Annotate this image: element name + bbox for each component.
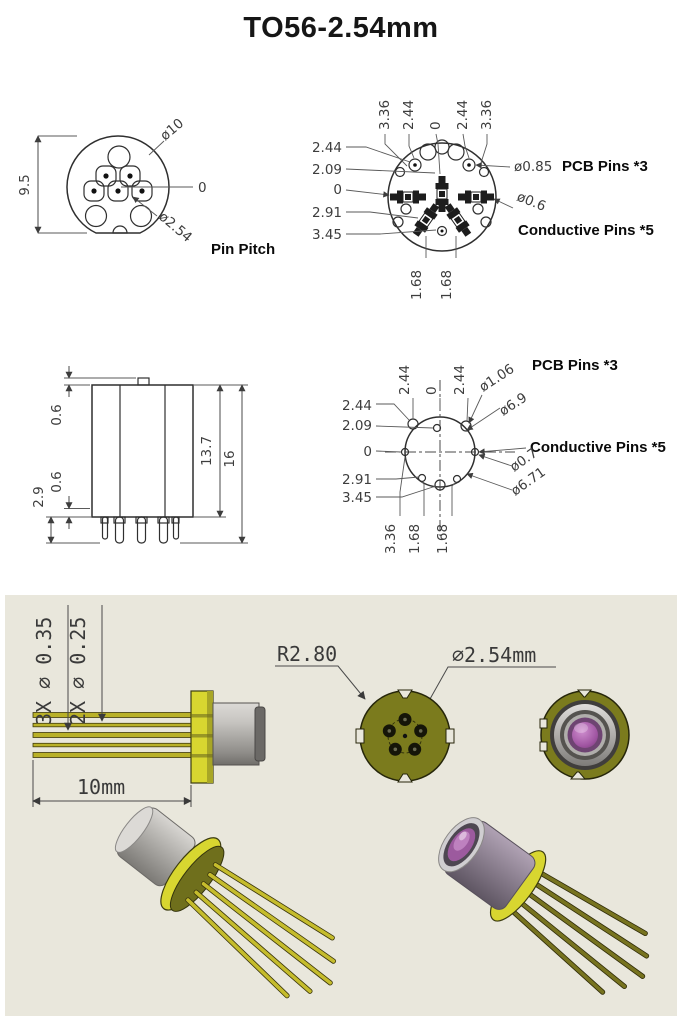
dim-flange-radius: R2.80 (275, 642, 366, 700)
dim-height: 9.5 (17, 135, 87, 234)
tick-label: 3.36 (383, 524, 399, 554)
cond-diameter-label: ø0.6 (515, 189, 549, 215)
gold-pins (185, 862, 337, 999)
tick-label: 2.44 (342, 398, 372, 414)
pcb-pins-callout: ø1.06 PCB Pins *3 ø6.9 (466, 357, 618, 431)
tick-label: 1.68 (407, 524, 423, 554)
tick-label: 2.44 (452, 365, 468, 395)
front-face-render (539, 689, 630, 780)
conductive-pins-callout: Conductive Pins *5 ø0.7 ø6.71 (466, 439, 666, 499)
pitch-value: ø2.54 (155, 209, 195, 246)
front-view-drawing: 9.5 ø10 0 ø2.54 Pin Pitch (17, 115, 275, 258)
to-can-outline (66, 135, 170, 234)
height-label: 9.5 (17, 174, 33, 195)
dim-zero: 0 (121, 180, 207, 196)
flange-radius-label: R2.80 (277, 642, 337, 666)
pcb-diameter-label: ø0.85 (514, 159, 552, 175)
dim-body-height: 13.7 (193, 384, 226, 518)
conductive-pins-callout: ø0.6 Conductive Pins *5 (493, 189, 654, 239)
tick-label: 1.68 (439, 270, 455, 300)
top-tick-labels: 3.36 2.44 0 2.44 3.36 (377, 100, 495, 175)
dim-pin-diameters: 3X ⌀ 0.35 2X ⌀ 0.25 (32, 605, 106, 731)
pin-holes (382, 713, 428, 756)
tick-label: 0 (424, 386, 440, 395)
iso-back-render (114, 806, 337, 999)
tick-label: 2.44 (401, 100, 417, 130)
dim-pin-length: 2.9 (31, 486, 100, 544)
side-render (32, 690, 266, 784)
tick-label: 2.44 (455, 100, 471, 130)
tick-label: 2.44 (312, 140, 342, 156)
tick-label: 2.91 (312, 205, 342, 221)
diameter-label: ø10 (157, 115, 187, 144)
bottom-tick-labels: 3.36 1.68 1.68 (383, 456, 457, 554)
tick-label: 0 (333, 182, 342, 198)
base-step-label: 0.6 (49, 471, 65, 492)
zero-label: 0 (198, 180, 207, 196)
pin-length-label: 2.9 (31, 486, 47, 507)
cap-step-label: 0.6 (49, 404, 65, 425)
outer-circle-label: ø6.9 (496, 390, 530, 420)
olive-pins (499, 862, 650, 995)
tick-label: 2.91 (342, 472, 372, 488)
bottom-face-render (355, 689, 455, 783)
tick-label: 3.45 (342, 490, 372, 506)
cond-pins-label: Conductive Pins *5 (530, 439, 666, 456)
pins-bottom-view-drawing: 2.44 0 2.44 2.44 2.09 0 2.91 3.45 3.36 1… (342, 357, 666, 554)
conductive-pins (389, 175, 495, 239)
dim-pin-length: 10mm (32, 760, 192, 807)
body-height-label: 13.7 (199, 436, 215, 466)
pin-length-label: 10mm (77, 775, 125, 799)
page-title: TO56-2.54mm (243, 12, 439, 44)
pins-top-view-drawing: 3.36 2.44 0 2.44 3.36 2.44 2.09 0 2.91 3… (312, 100, 654, 300)
dim-pin-pitch: ⌀2.54mm (411, 643, 556, 732)
pins (100, 516, 180, 544)
body-outline (91, 377, 194, 518)
render-panel: 3X ⌀ 0.35 2X ⌀ 0.25 10mm R2.80 ⌀2.54mm (5, 595, 677, 1016)
tick-label: 2.09 (312, 162, 342, 178)
dim-total-height: 16 (180, 384, 248, 544)
tick-label: 1.68 (435, 524, 451, 554)
pin-pitch-label: ⌀2.54mm (452, 643, 536, 667)
tick-label: 0 (428, 121, 444, 130)
pitch-label: Pin Pitch (211, 241, 275, 258)
tick-label: 3.36 (377, 100, 393, 130)
tick-label: 2.09 (342, 418, 372, 434)
pcb-pins-label: PCB Pins *3 (562, 158, 648, 175)
pin-cluster (83, 165, 153, 202)
pcb-pins-label: PCB Pins *3 (532, 357, 618, 374)
dim-base-step: 0.6 (49, 471, 90, 529)
tick-label: 3.36 (479, 100, 495, 130)
cond-pins-label: Conductive Pins *5 (518, 222, 654, 239)
left-tick-labels: 2.44 2.09 0 2.91 3.45 (312, 140, 437, 243)
thick-pins-label: 3X ⌀ 0.35 (32, 617, 56, 725)
top-tick-labels: 2.44 0 2.44 (397, 365, 469, 422)
render-panel-canvas: 3X ⌀ 0.35 2X ⌀ 0.25 10mm R2.80 ⌀2.54mm (32, 605, 650, 999)
tick-label: 3.45 (312, 227, 342, 243)
dim-cap-step: 0.6 (49, 366, 136, 426)
dim-diameter: ø10 (148, 115, 187, 156)
tick-label: 2.44 (397, 365, 413, 395)
tick-label: 0 (363, 444, 372, 460)
total-height-label: 16 (222, 450, 238, 467)
thin-pins-label: 2X ⌀ 0.25 (66, 617, 90, 725)
side-view-drawing: 0.6 0.6 2.9 13.7 16 (31, 366, 248, 544)
tick-label: 1.68 (409, 270, 425, 300)
pcb-pins-callout: ø0.85 PCB Pins *3 (475, 158, 648, 175)
pcb-diameter-label: ø1.06 (476, 361, 517, 395)
left-tick-labels: 2.44 2.09 0 2.91 3.45 (342, 398, 437, 506)
bottom-tick-labels: 1.68 1.68 (409, 236, 457, 300)
iso-front-render (438, 817, 650, 995)
